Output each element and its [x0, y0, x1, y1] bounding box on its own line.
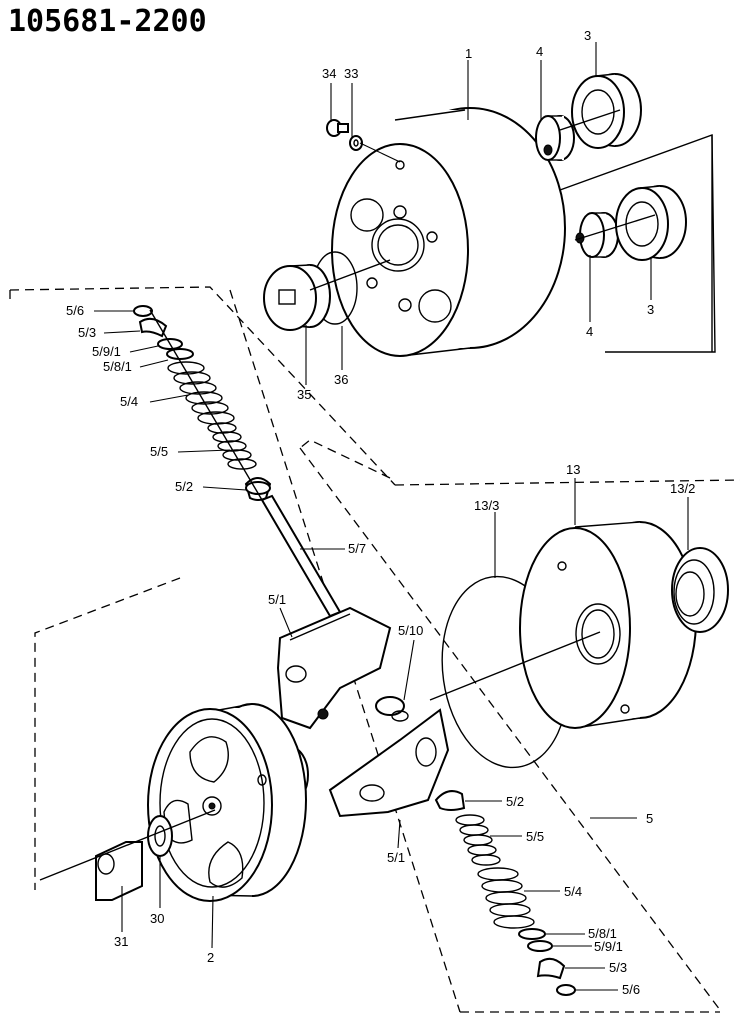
callout-2: 2: [207, 950, 214, 965]
flange-part-2: [147, 703, 309, 902]
cam-block-part-5-1-lower: [328, 708, 450, 818]
housing-drum-part-1: [331, 107, 566, 357]
assembly-1-boundary: [559, 134, 716, 353]
nut-part-31: [39, 809, 216, 901]
callout-5-2-upper: 5/2: [175, 479, 193, 494]
callout-5-5-lower: 5/5: [526, 829, 544, 844]
leader-lines: [94, 42, 689, 991]
ball-part-5-10: [375, 696, 409, 722]
plug-part-3-lower: [574, 185, 687, 261]
bushing-part-4-lower: [575, 212, 619, 258]
callout-4-lower: 4: [586, 324, 593, 339]
bushing-part-4-upper: [535, 115, 575, 161]
callout-31: 31: [114, 934, 128, 949]
washer-part-33: [349, 135, 363, 151]
plug-part-3-upper: [559, 73, 642, 149]
callout-13-3: 13/3: [474, 498, 499, 513]
cover-part-13: [429, 521, 697, 729]
callout-5-3-upper: 5/3: [78, 325, 96, 340]
callout-5-1-lower: 5/1: [387, 850, 405, 865]
callout-13: 13: [566, 462, 580, 477]
callout-1: 1: [465, 46, 472, 61]
callout-34: 34: [322, 66, 336, 81]
callout-4-upper: 4: [536, 44, 543, 59]
callout-5-1-upper: 5/1: [268, 592, 286, 607]
callout-5-5-upper: 5/5: [150, 444, 168, 459]
drawing-number: 105681-2200: [8, 4, 207, 39]
callout-5-4-lower: 5/4: [564, 884, 582, 899]
callout-30: 30: [150, 911, 164, 926]
callout-5-3-lower: 5/3: [609, 960, 627, 975]
valve-spring-stack-lower: [434, 790, 576, 996]
callout-5-10: 5/10: [398, 623, 423, 638]
callout-3-lower: 3: [647, 302, 654, 317]
callout-5-4-upper: 5/4: [120, 394, 138, 409]
callout-labels: 1 34 33 4 3 4 3 35 36 5/6 5/3 5/9/1 5/8/…: [66, 28, 695, 997]
callout-5-2-lower: 5/2: [506, 794, 524, 809]
shaft-seal-part-13-2: [671, 547, 729, 633]
cam-block-part-5-1-upper: [276, 606, 392, 730]
callout-5-8-1-lower: 5/8/1: [588, 926, 617, 941]
callout-3-upper: 3: [584, 28, 591, 43]
callout-35: 35: [297, 387, 311, 402]
callout-13-2: 13/2: [670, 481, 695, 496]
screw-part-34: [326, 119, 349, 137]
callout-5: 5: [646, 811, 653, 826]
callout-5-7: 5/7: [348, 541, 366, 556]
callout-5-8-1-upper: 5/8/1: [103, 359, 132, 374]
callout-33: 33: [344, 66, 358, 81]
valve-spring-stack-upper: [133, 305, 272, 501]
callout-36: 36: [334, 372, 348, 387]
callout-5-6-upper: 5/6: [66, 303, 84, 318]
callout-5-9-1-lower: 5/9/1: [594, 939, 623, 954]
callout-5-6-lower: 5/6: [622, 982, 640, 997]
screw-plug-part-35: [263, 259, 391, 331]
callout-5-9-1-upper: 5/9/1: [92, 344, 121, 359]
